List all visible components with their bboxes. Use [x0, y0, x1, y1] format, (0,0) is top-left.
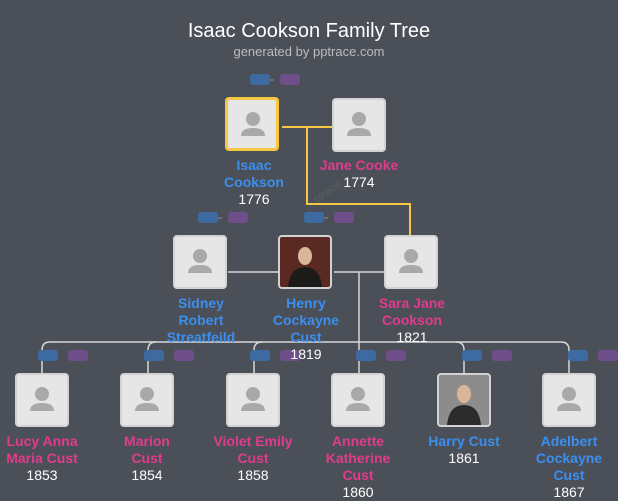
expand-children-icon[interactable] — [250, 350, 270, 361]
person-label-henry[interactable]: Henry Cockayne Cust 1819 — [251, 295, 361, 363]
person-label-sidney[interactable]: Sidney Robert Streatfeild — [146, 295, 256, 346]
person-year: 1821 — [396, 329, 428, 345]
person-year: 1860 — [342, 484, 374, 500]
expand-children-icon[interactable] — [280, 350, 300, 361]
person-card-sidney[interactable] — [173, 235, 227, 289]
expand-parents-icon[interactable] — [198, 212, 218, 223]
person-year: 1774 — [343, 174, 375, 190]
person-year: 1853 — [26, 467, 58, 483]
person-year: 1861 — [448, 450, 480, 466]
person-year: 1867 — [553, 484, 585, 500]
person-name: Sidney Robert Streatfeild — [166, 295, 236, 345]
person-silhouette-icon — [135, 387, 159, 411]
person-card-jane[interactable] — [332, 98, 386, 152]
person-name: Jane Cooke — [319, 157, 399, 173]
expand-children-icon[interactable] — [144, 350, 164, 361]
portrait-photo-icon — [439, 375, 489, 425]
person-silhouette-icon — [241, 387, 265, 411]
page-subtitle: generated by pptrace.com — [233, 44, 385, 59]
person-name: Annette Katherine Cust — [325, 433, 391, 483]
person-card-henry[interactable] — [278, 235, 332, 289]
person-year: 1858 — [237, 467, 269, 483]
expand-children-icon[interactable] — [598, 350, 618, 361]
expand-children-icon[interactable] — [568, 350, 588, 361]
person-label-marion[interactable]: Marion Cust 1854 — [92, 433, 202, 484]
person-silhouette-icon — [241, 112, 265, 136]
person-name: Marion Cust — [124, 433, 170, 466]
expand-parents-icon[interactable] — [304, 212, 324, 223]
person-name: Harry Cust — [428, 433, 500, 449]
expand-parents-icon[interactable] — [250, 74, 270, 85]
person-card-sara[interactable] — [384, 235, 438, 289]
expand-parents-icon[interactable] — [334, 212, 354, 223]
person-name: Sara Jane Cookson — [378, 295, 446, 328]
person-label-harry[interactable]: Harry Cust 1861 — [409, 433, 519, 467]
pill-connector — [270, 79, 274, 81]
expand-children-icon[interactable] — [174, 350, 194, 361]
person-silhouette-icon — [188, 249, 212, 273]
person-year: 1819 — [290, 346, 322, 362]
person-silhouette-icon — [30, 387, 54, 411]
person-label-violet[interactable]: Violet Emily Cust 1858 — [198, 433, 308, 484]
person-silhouette-icon — [346, 387, 370, 411]
expand-children-icon[interactable] — [356, 350, 376, 361]
person-name: Lucy Anna Maria Cust — [6, 433, 78, 466]
person-label-annette[interactable]: Annette Katherine Cust 1860 — [303, 433, 413, 501]
expand-children-icon[interactable] — [38, 350, 58, 361]
person-year: 1854 — [131, 467, 163, 483]
person-label-adelbert[interactable]: Adelbert Cockayne Cust 1867 — [514, 433, 618, 501]
person-silhouette-icon — [399, 249, 423, 273]
person-label-jane[interactable]: Jane Cooke 1774 — [304, 157, 414, 191]
person-card-adelbert[interactable] — [542, 373, 596, 427]
person-silhouette-icon — [557, 387, 581, 411]
pill-connector — [218, 217, 222, 219]
expand-children-icon[interactable] — [492, 350, 512, 361]
page-title: Isaac Cookson Family Tree — [187, 20, 431, 42]
person-year: 1776 — [238, 191, 270, 207]
person-name: Henry Cockayne Cust — [272, 295, 340, 345]
expand-children-icon[interactable] — [462, 350, 482, 361]
person-card-harry[interactable] — [437, 373, 491, 427]
person-label-lucy[interactable]: Lucy Anna Maria Cust 1853 — [0, 433, 97, 484]
portrait-photo-icon — [280, 237, 330, 287]
expand-children-icon[interactable] — [386, 350, 406, 361]
person-card-lucy[interactable] — [15, 373, 69, 427]
person-card-annette[interactable] — [331, 373, 385, 427]
person-card-isaac[interactable] — [225, 97, 279, 151]
pill-connector — [324, 217, 328, 219]
expand-children-icon[interactable] — [68, 350, 88, 361]
person-card-violet[interactable] — [226, 373, 280, 427]
expand-parents-icon[interactable] — [228, 212, 248, 223]
person-name: Isaac Cookson — [224, 157, 284, 190]
person-name: Adelbert Cockayne Cust — [535, 433, 603, 483]
person-silhouette-icon — [347, 112, 371, 136]
person-card-marion[interactable] — [120, 373, 174, 427]
person-name: Violet Emily Cust — [213, 433, 293, 466]
expand-parents-icon[interactable] — [280, 74, 300, 85]
person-label-isaac[interactable]: Isaac Cookson 1776 — [199, 157, 309, 208]
person-label-sara[interactable]: Sara Jane Cookson 1821 — [357, 295, 467, 346]
